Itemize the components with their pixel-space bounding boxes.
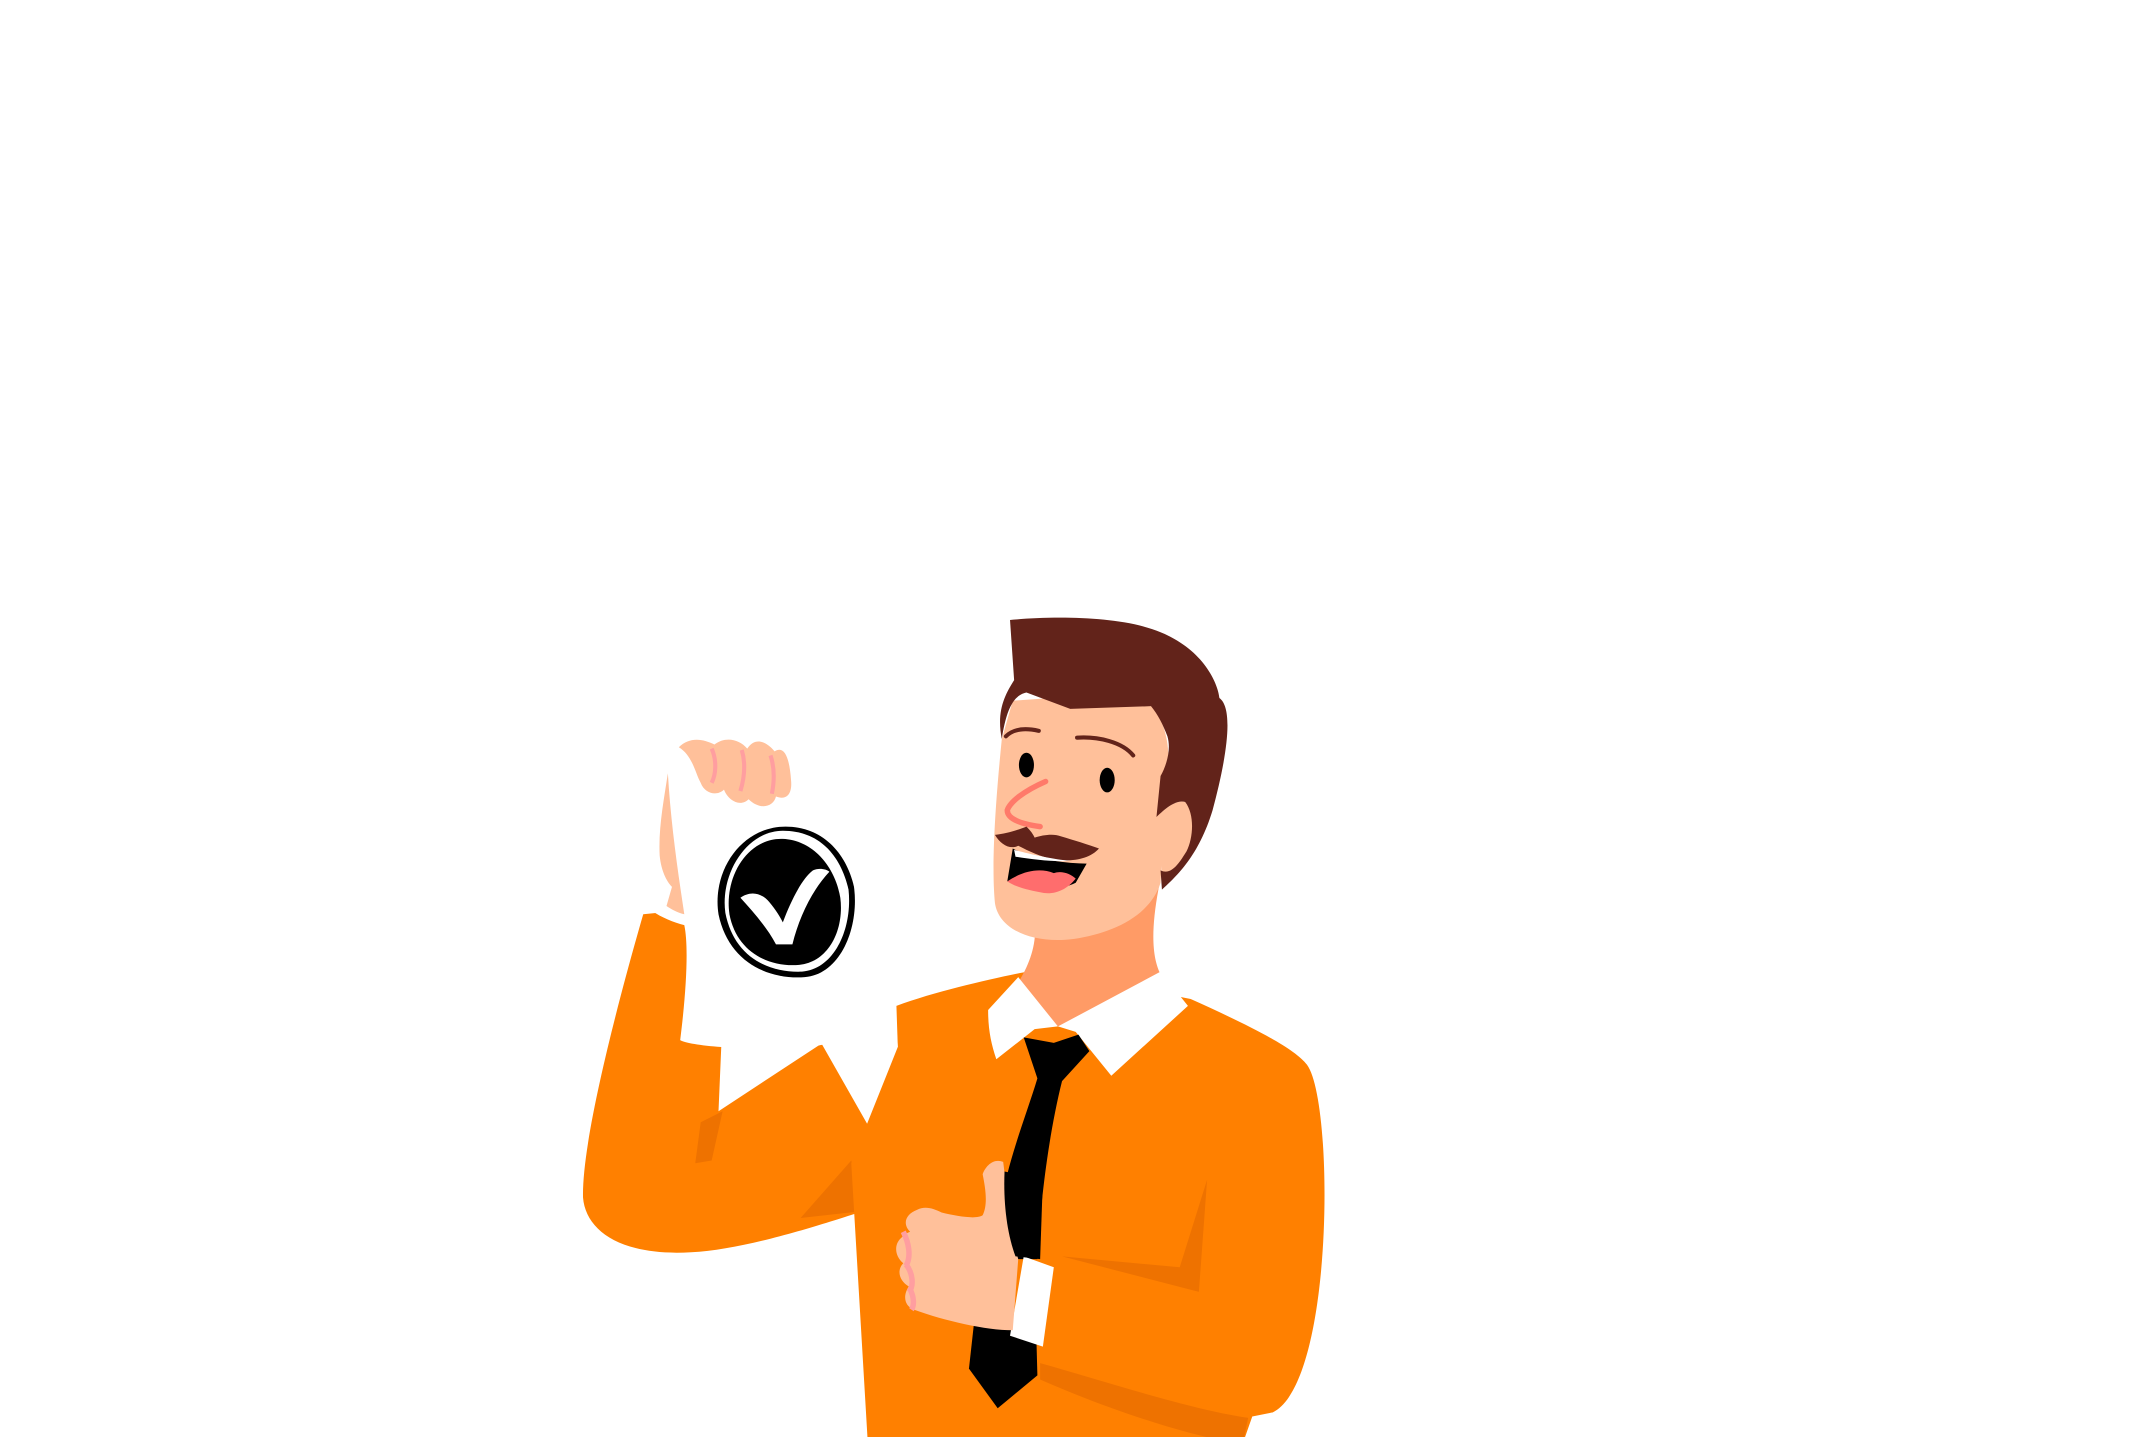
right-eyebrow xyxy=(1075,735,1136,758)
hair xyxy=(1000,617,1228,890)
right-eye xyxy=(1099,767,1115,793)
right-sleeve xyxy=(1048,1259,1273,1413)
businessman-figure xyxy=(582,617,1325,1437)
necktie-tail xyxy=(968,1319,1038,1409)
face xyxy=(993,697,1169,941)
jacket-hem-shadow xyxy=(1040,1363,1249,1437)
shirt-collar-right xyxy=(1057,971,1188,1076)
mustache xyxy=(994,826,1099,861)
shirt-collar-left xyxy=(988,977,1058,1060)
shirt-cuff xyxy=(1010,1256,1054,1347)
thumbs-up-hand xyxy=(896,1160,1043,1331)
raised-hand xyxy=(659,739,792,915)
nose xyxy=(1004,778,1049,830)
left-sleeve-fold xyxy=(800,1160,863,1219)
jacket-lapel-right xyxy=(1062,1179,1208,1292)
left-eyebrow xyxy=(1003,727,1041,739)
left-eye xyxy=(1018,752,1034,778)
tongue xyxy=(1007,870,1076,894)
left-sleeve-shadow xyxy=(695,1111,723,1164)
teeth xyxy=(1014,849,1071,862)
check-badge-icon xyxy=(717,826,855,978)
